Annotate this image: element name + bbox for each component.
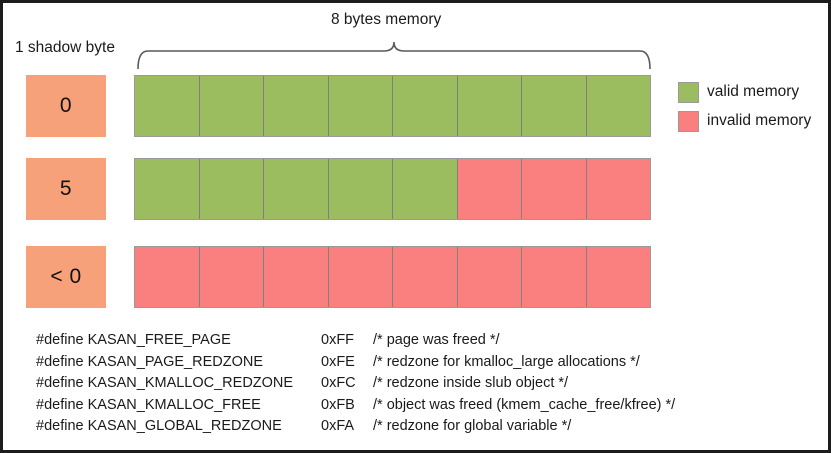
define-value: 0xFE	[321, 353, 355, 370]
define-directive: #define KASAN_PAGE_REDZONE	[36, 353, 263, 370]
define-row: #define KASAN_KMALLOC_FREE 0xFB /* objec…	[36, 397, 675, 419]
kasan-define-list: #define KASAN_FREE_PAGE 0xFF /* page was…	[36, 332, 675, 440]
memory-cell	[135, 159, 200, 219]
memory-cell	[522, 247, 587, 307]
memory-cell	[264, 247, 329, 307]
memory-cell	[393, 76, 458, 136]
define-row: #define KASAN_KMALLOC_REDZONE 0xFC /* re…	[36, 375, 675, 397]
shadow-byte-value: 5	[26, 158, 106, 220]
legend: valid memory invalid memory	[678, 79, 811, 137]
legend-label: invalid memory	[707, 112, 812, 129]
memory-cell	[328, 159, 393, 219]
memory-cell	[328, 76, 393, 136]
define-value: 0xFF	[321, 332, 355, 348]
define-comment: /* redzone inside slub object */	[373, 375, 569, 391]
memory-strip	[134, 75, 651, 137]
define-comment: /* redzone for global variable */	[373, 418, 572, 434]
memory-cell	[457, 247, 522, 307]
memory-cell	[264, 159, 329, 219]
memory-strip	[134, 158, 651, 220]
shadow-byte-value: < 0	[26, 246, 106, 308]
memory-cell	[199, 76, 264, 136]
define-row: #define KASAN_FREE_PAGE 0xFF /* page was…	[36, 332, 675, 354]
memory-cell	[393, 159, 458, 219]
shadow-byte-caption: 1 shadow byte	[15, 39, 115, 56]
define-value: 0xFA	[321, 418, 355, 434]
memory-cell	[457, 159, 522, 219]
memory-cell	[264, 76, 329, 136]
define-row: #define KASAN_GLOBAL_REDZONE 0xFA /* red…	[36, 418, 675, 440]
memory-cell	[522, 76, 587, 136]
legend-item-invalid: invalid memory	[678, 108, 811, 134]
memory-cell	[522, 159, 587, 219]
define-directive: #define KASAN_KMALLOC_REDZONE	[36, 375, 294, 391]
legend-item-valid: valid memory	[678, 79, 811, 105]
define-value: 0xFB	[321, 396, 355, 413]
define-directive: #define KASAN_FREE_PAGE	[36, 332, 231, 348]
shadow-byte-value: 0	[26, 75, 106, 137]
memory-cell	[135, 76, 200, 136]
memory-cell	[393, 247, 458, 307]
curly-brace-icon	[137, 41, 651, 70]
memory-cell	[199, 159, 264, 219]
valid-memory-swatch	[678, 81, 699, 103]
memory-cell	[328, 247, 393, 307]
memory-cell	[586, 247, 650, 307]
define-comment: /* page was freed */	[373, 332, 500, 348]
memory-cell	[135, 247, 200, 307]
legend-label: valid memory	[707, 83, 800, 100]
define-comment: /* redzone for kmalloc_large allocations…	[373, 353, 640, 370]
invalid-memory-swatch	[678, 110, 699, 132]
define-directive: #define KASAN_KMALLOC_FREE	[36, 396, 261, 413]
memory-cell	[586, 159, 650, 219]
memory-cell	[586, 76, 650, 136]
memory-strip	[134, 246, 651, 308]
define-row: #define KASAN_PAGE_REDZONE 0xFE /* redzo…	[36, 354, 675, 376]
define-value: 0xFC	[321, 375, 356, 391]
memory-cell	[457, 76, 522, 136]
memory-cell	[199, 247, 264, 307]
define-directive: #define KASAN_GLOBAL_REDZONE	[36, 418, 282, 434]
define-comment: /* object was freed (kmem_cache_free/kfr…	[373, 396, 676, 413]
memory-span-caption: 8 bytes memory	[331, 11, 442, 28]
